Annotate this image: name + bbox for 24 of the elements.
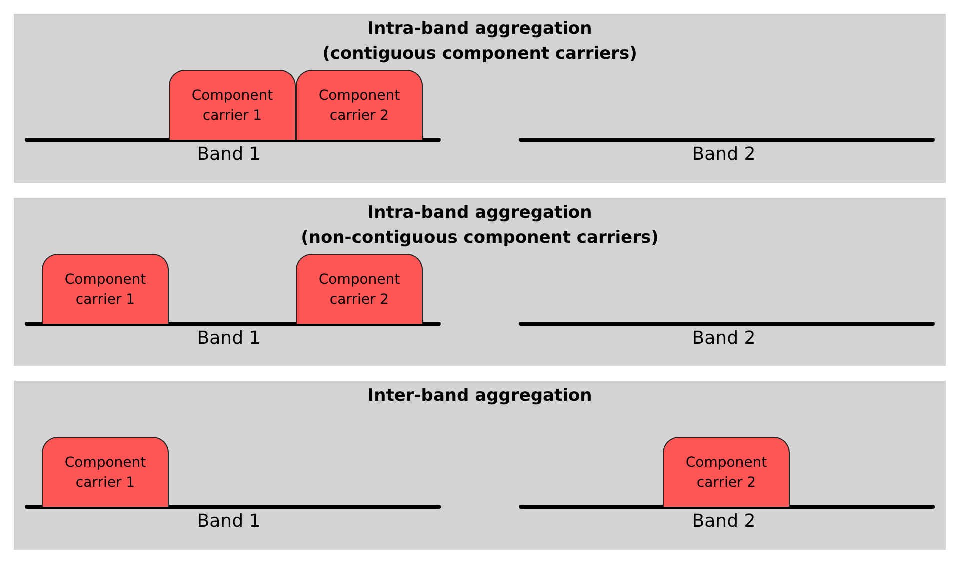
carrier-block — [42, 437, 169, 507]
carrier-label: Component carrier 2 — [318, 270, 402, 310]
band-label: Band 2 — [692, 144, 756, 166]
carrier-block — [42, 254, 169, 324]
band-label: Band 2 — [692, 511, 756, 533]
carrier-block — [169, 70, 296, 140]
carrier-label: Component carrier 2 — [318, 86, 402, 126]
panel-title: Intra-band aggregation (non-contiguous component carriers) — [300, 202, 660, 250]
carrier-block — [296, 254, 423, 324]
panel-title: Inter-band aggregation — [366, 385, 594, 408]
band-label: Band 1 — [197, 144, 261, 166]
carrier-label: Component carrier 1 — [64, 454, 148, 492]
panel-background — [14, 14, 946, 183]
carrier-label: Component carrier 1 — [190, 86, 274, 126]
panel-background — [14, 381, 946, 550]
carrier-block — [296, 70, 423, 140]
panel-background — [14, 198, 946, 366]
band-label: Band 1 — [197, 328, 261, 350]
carrier-block — [663, 437, 790, 507]
panel-title: Intra-band aggregation (contiguous component carriers) — [322, 18, 638, 66]
band-label: Band 1 — [197, 511, 261, 533]
carrier-label: Component carrier 2 — [684, 454, 768, 492]
carrier-label: Component carrier 1 — [64, 270, 148, 310]
band-label: Band 2 — [692, 328, 756, 350]
